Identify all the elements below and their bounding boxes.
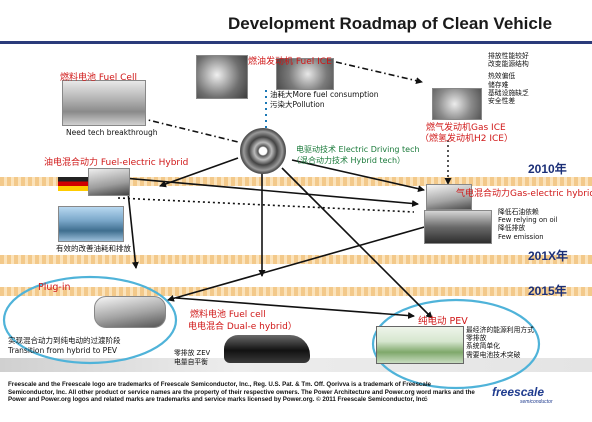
slide-title: Development Roadmap of Clean Vehicle	[228, 14, 553, 33]
plug-in-note-1: 实现混合动力到纯电动的过渡阶段	[8, 336, 121, 345]
year-label-2010: 2010年	[528, 162, 567, 176]
fuel-cell-photo	[62, 80, 146, 126]
zev-note-1: 零排放 ZEV	[174, 349, 211, 357]
gas-ice-label-2: （燃氢发动机H2 ICE）	[420, 134, 513, 144]
hybrid-car-photo	[88, 168, 130, 196]
hybrid-bus-photo	[58, 206, 124, 242]
timeline-band-201x	[0, 255, 592, 264]
electric-motor-photo	[240, 128, 286, 174]
pev-note: 最经济的能源利用方式	[466, 326, 534, 334]
zev-note-2: 电量自平衡	[174, 358, 208, 366]
freescale-logo: freescale	[492, 385, 545, 399]
fc-dual-label-1: 燃料电池 Fuel cell	[190, 310, 266, 320]
page-number: 6	[424, 396, 428, 403]
pev-note: 系统简单化	[466, 342, 500, 351]
gas-ice-feature: 排放性能较好	[488, 52, 529, 60]
timeline-band-2015	[0, 287, 592, 296]
year-label-2015: 2015年	[528, 284, 567, 298]
fc-dual-label-2: 电电混合 Dual-e hybrid）	[188, 322, 297, 332]
pev-ellipse	[371, 298, 541, 390]
connector-fuelhybrid-gashybrid	[123, 177, 419, 207]
gas-tank-photo	[424, 210, 492, 244]
gas-hybrid-note: 降低石油依赖	[498, 208, 539, 216]
fuel-cell-note: Need tech breakthrough	[66, 128, 158, 137]
gas-ice-feature: 热效偏低	[488, 72, 516, 81]
german-flag-icon	[58, 177, 88, 191]
connector-plugin-pev	[175, 297, 415, 320]
gas-ice-feature: 改变能源结构	[488, 60, 529, 69]
connector-drive-gashybrid	[291, 159, 425, 193]
gas-ice-feature: 安全性差	[488, 97, 516, 106]
fuel-ice-label: 燃油发动机 Fuel ICE	[248, 57, 332, 67]
electric-drive-label-2: （混合动力技术 Hybrid tech）	[292, 156, 406, 165]
connector-fuelice-gasice	[335, 61, 423, 85]
plug-in-note-2: Transition from hybrid to PEV	[8, 346, 118, 355]
connector-drive-pev	[281, 167, 433, 319]
year-label-201x: 201X年	[528, 249, 569, 263]
connector-dotted-mid	[117, 197, 415, 213]
plug-in-car-photo	[94, 296, 166, 328]
sedan-photo	[224, 335, 310, 363]
fuel-hybrid-note: 有效的改善油耗和排放	[56, 244, 131, 253]
freescale-logo-subtitle: semiconductor	[520, 399, 553, 405]
electric-cart-photo	[376, 326, 464, 364]
gas-ice-feature: 基础设施缺乏	[488, 88, 529, 97]
fuel-ice-note-1: 油耗大More fuel consumption	[270, 90, 379, 99]
plug-in-ellipse	[2, 275, 178, 365]
pev-notes: 最经济的能源利用方式 零排放 系统简单化 需要电池技术突破	[466, 326, 534, 359]
fuel-hybrid-label: 油电混合动力 Fuel-electric Hybrid	[44, 158, 189, 168]
gas-hybrid-note: 降低排放	[498, 224, 526, 233]
pev-note: 零排放	[466, 334, 487, 343]
pev-note: 需要电池技术突破	[466, 350, 521, 359]
title-rule	[0, 41, 592, 44]
engine-photo-left	[196, 55, 248, 99]
gas-hybrid-label: 气电混合动力Gas-electric hybrid	[456, 189, 592, 199]
gas-ice-feature: 储存难	[488, 80, 509, 89]
gas-engine-photo	[432, 88, 482, 120]
engine-photo-right	[276, 58, 334, 90]
gas-ice-features: 排放性能较好 改变能源结构 热效偏低 储存难 基础设施缺乏 安全性差	[488, 52, 529, 105]
gas-hybrid-car-photo	[426, 184, 472, 210]
fuel-cell-label: 燃料电池 Fuel Cell	[60, 73, 137, 83]
gas-hybrid-note: Few relying on oil	[498, 216, 558, 225]
electric-drive-label-1: 电驱动技术 Electric Driving tech	[296, 145, 420, 154]
gas-hybrid-notes: 降低石油依赖 Few relying on oil 降低排放 Few emiss…	[498, 208, 557, 241]
pev-label: 纯电动 PEV	[418, 316, 468, 327]
connector-fuelcell-electricdrive	[139, 117, 239, 143]
connector-drive-fuelhybrid	[159, 157, 239, 188]
gas-ice-label-1: 燃气发动机Gas ICE	[426, 123, 506, 133]
connector-gashybrid-plugin	[167, 225, 429, 302]
legal-footer: Freescale and the Freescale logo are tra…	[8, 381, 475, 404]
gas-hybrid-note: Few emission	[498, 232, 544, 241]
fuel-ice-note-2: 污染大Pollution	[270, 100, 325, 109]
connector-fuelhybrid-plugin	[127, 191, 139, 269]
plug-in-label: Plug-in	[38, 282, 71, 293]
